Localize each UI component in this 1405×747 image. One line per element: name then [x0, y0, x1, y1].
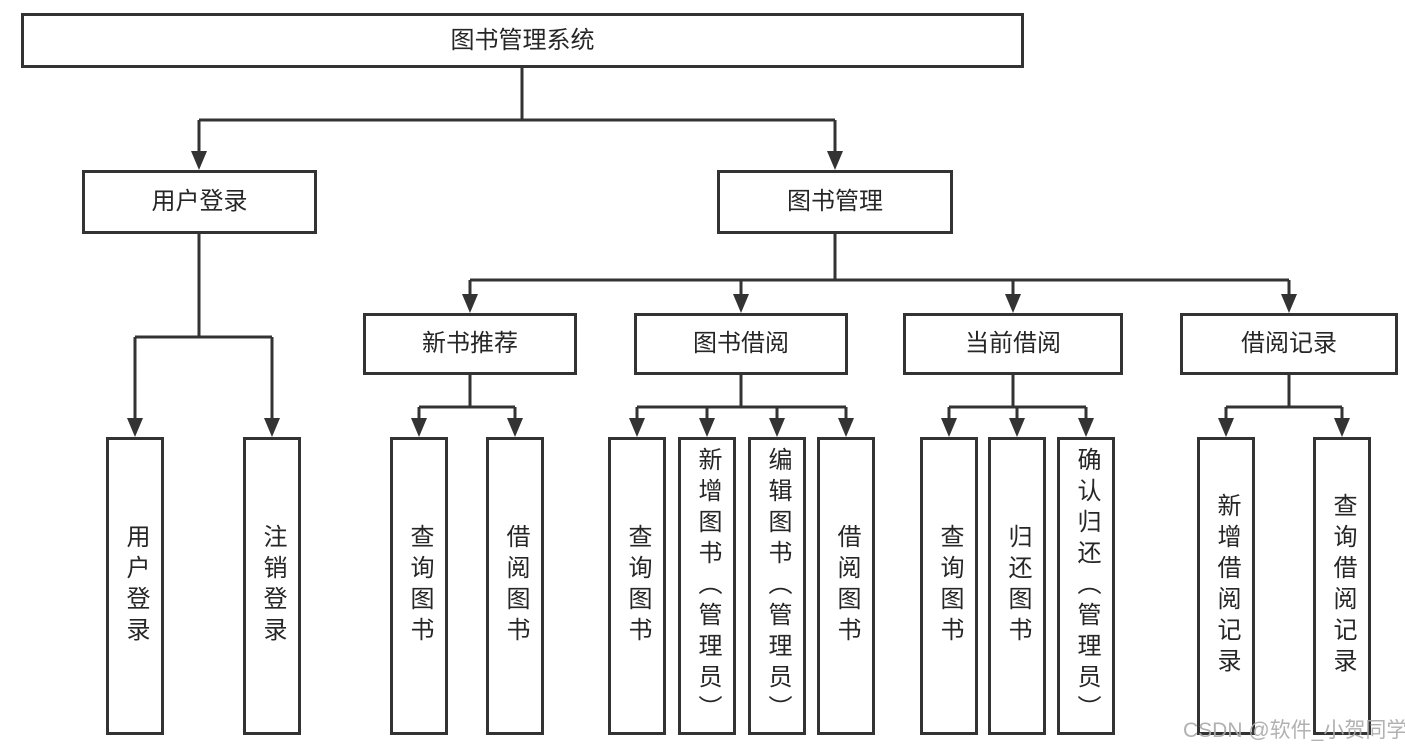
node-new-book-rec-label: 新书推荐 [422, 330, 518, 357]
csdn-watermark: CSDN @软件_小贺同学 [1183, 719, 1405, 742]
node-leaf-add-books-admin-label: 新增图书（管理员） [694, 446, 721, 726]
node-leaf-query-borrow-record: 查询借阅记录 [1313, 437, 1371, 735]
node-leaf-query-books-2: 查询图书 [608, 437, 666, 735]
node-leaf-borrow-books-1-label: 借阅图书 [502, 524, 529, 648]
node-user-login-label: 用户登录 [151, 188, 248, 215]
node-leaf-add-borrow-record-label: 新增借阅记录 [1213, 493, 1240, 679]
connector-borrow-records [1224, 375, 1344, 419]
node-borrow-records: 借阅记录 [1180, 313, 1398, 375]
node-leaf-return-books-label: 归还图书 [1004, 524, 1031, 648]
node-borrow-records-label: 借阅记录 [1241, 330, 1337, 357]
connector-root [197, 68, 837, 152]
node-leaf-confirm-return-admin: 确认归还（管理员） [1057, 437, 1115, 735]
node-book-mgmt-label: 图书管理 [787, 188, 883, 215]
node-leaf-query-books-1: 查询图书 [390, 437, 448, 735]
node-leaf-confirm-return-admin-label: 确认归还（管理员） [1073, 446, 1100, 726]
connector-book-borrow [635, 375, 848, 419]
node-leaf-add-books-admin: 新增图书（管理员） [678, 437, 736, 735]
node-current-borrow-label: 当前借阅 [965, 330, 1061, 357]
node-root-label: 图书管理系统 [450, 26, 595, 54]
node-book-mgmt: 图书管理 [717, 170, 953, 234]
node-leaf-query-borrow-record-label: 查询借阅记录 [1329, 493, 1356, 679]
node-book-borrow: 图书借阅 [634, 313, 848, 375]
node-leaf-borrow-books-2: 借阅图书 [817, 437, 875, 735]
node-leaf-add-borrow-record: 新增借阅记录 [1197, 437, 1255, 735]
node-leaf-query-books-3: 查询图书 [920, 437, 978, 735]
node-book-borrow-label: 图书借阅 [693, 330, 789, 357]
connector-user-login [133, 234, 274, 419]
node-leaf-logout-label: 注销登录 [259, 524, 286, 648]
node-leaf-query-books-3-label: 查询图书 [936, 524, 963, 648]
node-leaf-borrow-books-1: 借阅图书 [486, 437, 544, 735]
node-leaf-edit-books-admin-label: 编辑图书（管理员） [764, 446, 791, 726]
node-leaf-borrow-books-2-label: 借阅图书 [833, 524, 860, 648]
node-current-borrow: 当前借阅 [903, 313, 1123, 375]
connector-new-book [417, 375, 517, 419]
node-leaf-user-login: 用户登录 [106, 437, 164, 735]
node-new-book-rec: 新书推荐 [363, 313, 577, 375]
node-user-login: 用户登录 [82, 170, 317, 234]
node-root: 图书管理系统 [21, 13, 1024, 68]
node-leaf-edit-books-admin: 编辑图书（管理员） [748, 437, 806, 735]
node-leaf-query-books-1-label: 查询图书 [406, 524, 433, 648]
node-leaf-logout: 注销登录 [243, 437, 301, 735]
arrowheads [127, 151, 1350, 437]
node-leaf-user-login-label: 用户登录 [122, 524, 149, 648]
connector-book-mgmt [468, 234, 1291, 295]
connector-current-borrow [947, 375, 1088, 419]
node-leaf-return-books: 归还图书 [988, 437, 1046, 735]
node-leaf-query-books-2-label: 查询图书 [624, 524, 651, 648]
